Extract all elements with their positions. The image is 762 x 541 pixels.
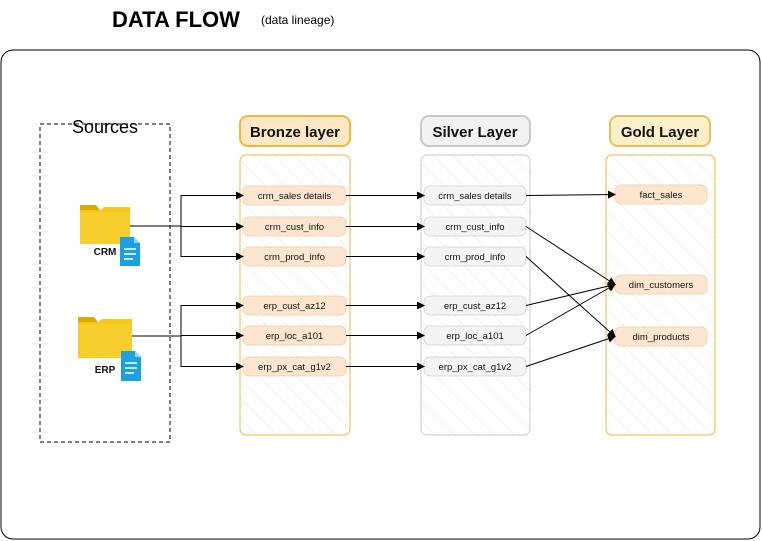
gold-layer: Gold Layer fact_sales dim_customers dim_pr… xyxy=(605,115,716,436)
lineage-arrow xyxy=(525,226,616,286)
bronze-header xyxy=(239,115,351,147)
silver-table-label: crm_cust_info xyxy=(445,222,504,233)
document-icon xyxy=(120,237,140,266)
folder-icon xyxy=(80,205,130,244)
silver-table-label: crm_sales details xyxy=(438,191,512,202)
silver-table-label: erp_loc_a101 xyxy=(446,331,504,342)
silver-header xyxy=(420,115,531,147)
gold-header xyxy=(609,115,711,147)
silver-layer: Silver Layer crm_sales details crm_cust_i… xyxy=(420,115,531,436)
sources-box xyxy=(39,123,171,443)
diagram-subtitle: (data lineage) xyxy=(261,13,334,27)
bronze-table-label: crm_cust_info xyxy=(265,222,324,233)
bronze-table-label: erp_loc_a101 xyxy=(266,331,324,342)
erp-source: ERP xyxy=(78,317,141,381)
gold-panel xyxy=(605,154,716,436)
gold-table-label: dim_products xyxy=(632,332,689,343)
edges xyxy=(130,190,616,371)
bronze-title: Bronze layer xyxy=(250,124,340,141)
gold-table-label: fact_sales xyxy=(640,190,683,201)
crm-label: CRM xyxy=(94,247,117,258)
lineage-arrow xyxy=(525,284,616,336)
bronze-table-label: erp_px_cat_g1v2 xyxy=(258,362,331,373)
document-icon xyxy=(121,351,141,381)
gold-table-label: dim_customers xyxy=(629,280,694,291)
silver-table-label: crm_prod_info xyxy=(445,252,506,263)
outer-frame xyxy=(0,49,761,540)
silver-title: Silver Layer xyxy=(432,124,517,141)
diagram-title: DATA FLOW xyxy=(112,7,240,32)
lineage-arrow xyxy=(525,256,616,338)
erp-label: ERP xyxy=(95,365,116,376)
lineage-arrow xyxy=(525,190,616,199)
lineage-arrow xyxy=(132,335,244,371)
lineage-arrow xyxy=(525,334,616,367)
bronze-table-label: crm_sales details xyxy=(258,191,332,202)
lineage-arrow xyxy=(130,225,244,261)
bronze-table-label: crm_prod_info xyxy=(264,252,325,263)
bronze-table-label: erp_cust_az12 xyxy=(263,301,325,312)
bronze-layer: Bronze layer crm_sales details crm_cust_i… xyxy=(239,115,351,436)
silver-table-label: erp_cust_az12 xyxy=(444,301,506,312)
gold-title: Gold Layer xyxy=(621,124,700,141)
crm-source: CRM xyxy=(80,205,140,266)
sources-label: Sources xyxy=(72,117,138,137)
silver-table-label: erp_px_cat_g1v2 xyxy=(439,362,512,373)
lineage-arrow xyxy=(525,282,616,306)
